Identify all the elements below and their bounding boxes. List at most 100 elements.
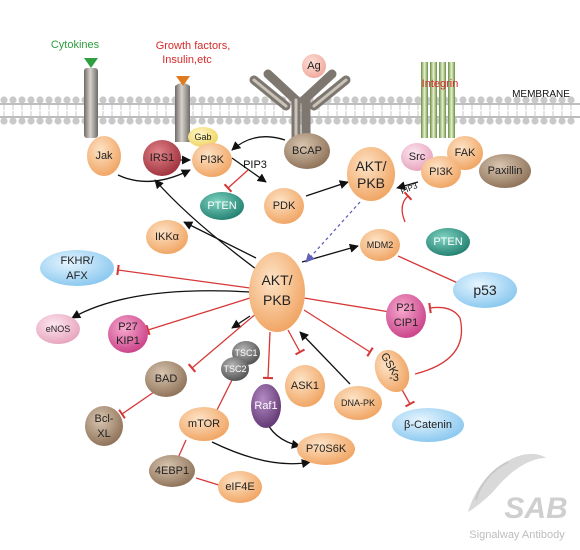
integrin-receptor — [421, 62, 455, 138]
lipid-head — [495, 117, 503, 125]
lipid-head — [198, 117, 206, 125]
lipid-head — [36, 96, 44, 104]
node-p27-label-2: KIP1 — [116, 335, 140, 347]
edge-akt-fkhr — [116, 264, 251, 289]
lipid-head — [387, 117, 395, 125]
node-jak-label: Jak — [95, 150, 113, 162]
node-bad: BAD — [145, 361, 187, 397]
edge-akt-mdm2 — [301, 243, 359, 263]
lipid-head — [234, 117, 242, 125]
node-p21-label-2: CIP1 — [394, 317, 418, 329]
lipid-head — [405, 117, 413, 125]
lipid-head — [261, 96, 269, 104]
lipid-head — [207, 117, 215, 125]
lipid-head — [369, 117, 377, 125]
lipid-head — [108, 117, 116, 125]
node-raf1-label: Raf1 — [254, 400, 277, 412]
lipid-head — [549, 96, 557, 104]
edge-akt-raf1 — [262, 331, 274, 380]
lipid-head — [342, 96, 350, 104]
cytokines-label: Cytokines — [51, 39, 100, 51]
node-tsc2: TSC2 — [221, 357, 249, 381]
node-fkhr: FKHR/ AFX — [40, 250, 114, 286]
cytokine-receptor — [84, 58, 98, 138]
pip3-label: PIP3 — [243, 159, 267, 171]
edge-akt-tsc — [231, 315, 251, 329]
node-akt-main-label-1: AKT/ — [261, 272, 292, 288]
node-gsk-label-2: -3 — [389, 372, 399, 384]
lipid-head — [567, 96, 575, 104]
node-pdk: PDK — [264, 188, 304, 224]
lipid-head — [477, 117, 485, 125]
lipid-head — [144, 117, 152, 125]
node-ag-label: Ag — [307, 60, 320, 72]
node-fak-label: FAK — [455, 147, 476, 159]
node-pi3k-right-label: PI3K — [429, 166, 454, 178]
node-akt-top-label-2: PKB — [357, 175, 385, 191]
pip3-right-label: PIP3 — [399, 181, 419, 196]
lipid-head — [27, 96, 35, 104]
lipid-head — [162, 117, 170, 125]
lipid-head — [126, 117, 134, 125]
bcr-receptor — [249, 69, 351, 143]
lipid-head — [540, 96, 548, 104]
lipid-head — [63, 96, 71, 104]
node-4ebp1: 4EBP1 — [149, 455, 195, 487]
lipid-head — [360, 96, 368, 104]
lipid-head — [378, 117, 386, 125]
node-pten-right-label: PTEN — [433, 236, 462, 248]
lipid-head — [243, 117, 251, 125]
lipid-head — [216, 96, 224, 104]
lipid-head — [396, 96, 404, 104]
lipid-head — [189, 117, 197, 125]
lipid-head — [153, 117, 161, 125]
lipid-head — [522, 117, 530, 125]
lipid-head — [369, 96, 377, 104]
lipid-head — [513, 96, 521, 104]
node-eif4e: eIF4E — [218, 471, 262, 503]
edge-akt-p27 — [145, 297, 251, 336]
lipid-head — [135, 117, 143, 125]
node-mtor: mTOR — [179, 407, 229, 441]
node-p70s6k: P70S6K — [297, 433, 355, 465]
node-dnapk-label: DNA-PK — [341, 398, 375, 408]
edge-dnapk-akt — [299, 331, 351, 385]
lipid-head — [0, 96, 8, 104]
lipid-head — [558, 117, 566, 125]
lipid-head — [540, 117, 548, 125]
node-irs1: IRS1 — [143, 140, 181, 176]
edge-akt-gsk — [303, 309, 374, 357]
node-enos-label: eNOS — [46, 324, 71, 334]
node-dnapk: DNA-PK — [334, 386, 382, 420]
lipid-head — [63, 117, 71, 125]
lipid-head — [108, 96, 116, 104]
lipid-head — [225, 96, 233, 104]
lipid-head — [387, 96, 395, 104]
lipid-head — [243, 96, 251, 104]
node-p53: p53 — [453, 272, 517, 308]
node-bcap-label: BCAP — [292, 145, 322, 157]
lipid-head — [0, 117, 8, 125]
lipid-head — [198, 96, 206, 104]
growth-factors-label-2: Insulin,etc — [162, 54, 212, 66]
node-ask1: ASK1 — [285, 365, 325, 407]
node-mdm2-label: MDM2 — [367, 240, 394, 250]
node-bcap: BCAP — [284, 133, 330, 169]
node-p53-label: p53 — [473, 282, 497, 298]
node-tsc2-label: TSC2 — [223, 364, 246, 374]
edge-akt-p21 — [303, 297, 392, 318]
logo-mark: SAB — [504, 492, 567, 525]
lipid-head — [333, 117, 341, 125]
lipid-head — [45, 96, 53, 104]
wing-feather-icon — [475, 461, 509, 501]
lipid-head — [45, 117, 53, 125]
growth-factor-triangle-icon — [176, 76, 190, 86]
node-fkhr-label-2: AFX — [66, 270, 88, 282]
edge-4ebp1-eif4e — [195, 477, 225, 492]
lipid-head — [252, 96, 260, 104]
lipid-head — [531, 117, 539, 125]
bcr-receptor-light — [252, 78, 348, 140]
node-paxillin: Paxillin — [479, 154, 531, 188]
lipid-head — [504, 96, 512, 104]
lipid-head — [567, 117, 575, 125]
